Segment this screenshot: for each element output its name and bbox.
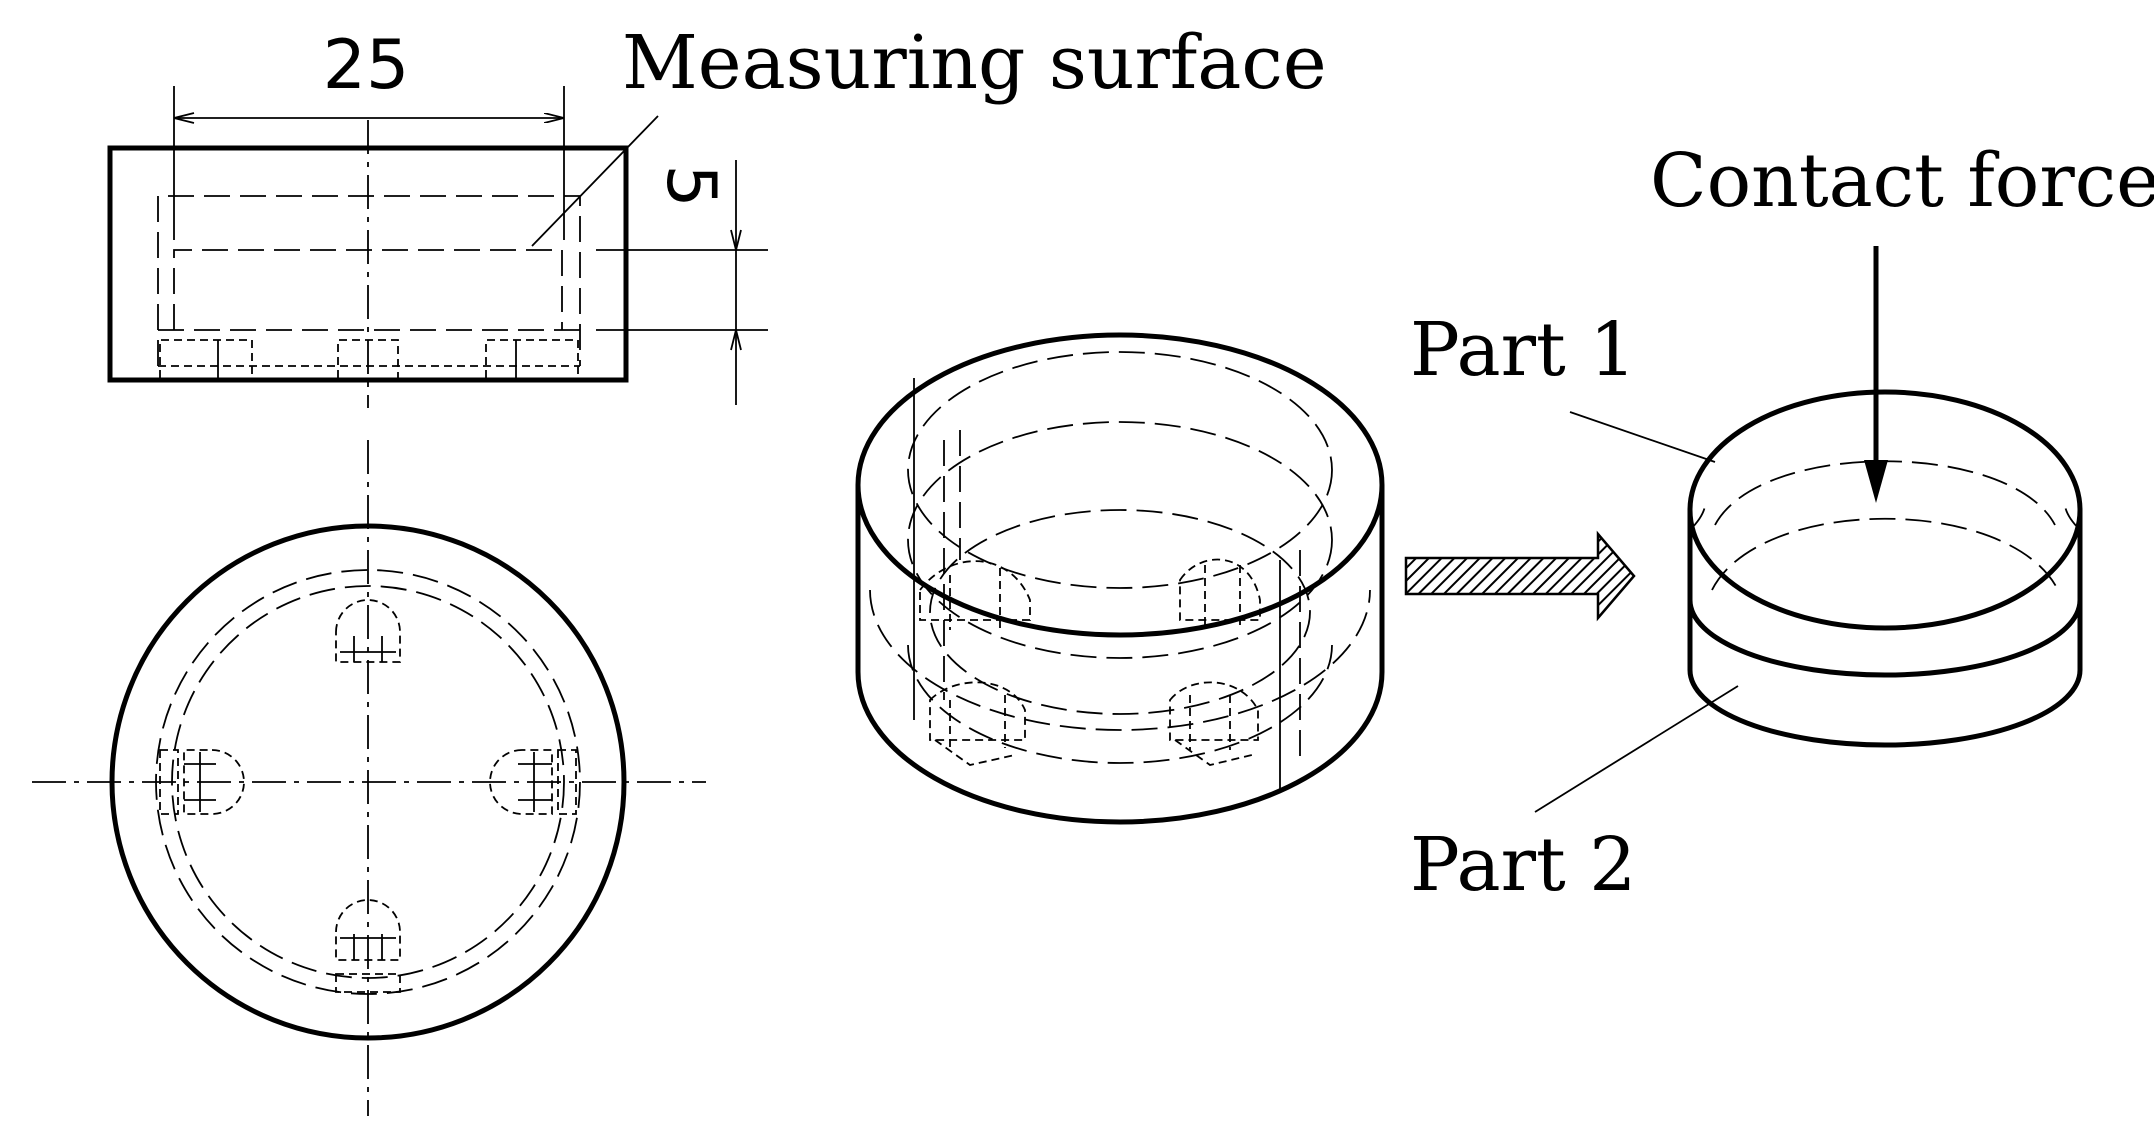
lug-left xyxy=(159,749,245,815)
lug-top xyxy=(335,599,401,663)
part1-leader xyxy=(1569,411,1716,463)
isometric-view xyxy=(855,332,1385,825)
part2-leader xyxy=(1534,685,1739,813)
iso-lug-3 xyxy=(929,681,1026,766)
contact-force-arrowhead xyxy=(1864,460,1888,503)
iso-bottom-arc xyxy=(855,671,1385,825)
dim-height-label: 5 xyxy=(651,164,730,207)
measuring-surface-label: Measuring surface xyxy=(622,20,1327,106)
lug-right xyxy=(489,749,577,815)
part1-top-ellipse xyxy=(1687,389,2083,631)
part1-label: Part 1 xyxy=(1410,307,1636,393)
assembled-parts xyxy=(1687,389,2083,748)
measuring-surface-leader xyxy=(531,115,659,247)
top-view xyxy=(32,440,706,1116)
iso-top-ellipse xyxy=(855,332,1385,638)
iso-lug-4 xyxy=(1169,681,1259,766)
dimension-25: 25 xyxy=(173,26,565,240)
iso-lug-2 xyxy=(1179,558,1261,625)
part1-bottom-edge xyxy=(1687,599,2083,678)
dim-width-label: 25 xyxy=(323,26,410,105)
dimension-5: 5 xyxy=(596,160,768,405)
part2-bottom-edge xyxy=(1687,669,2083,748)
lug-bottom xyxy=(335,899,401,993)
front-view xyxy=(107,120,629,408)
transition-arrow xyxy=(1404,530,1636,622)
iso-lug-1 xyxy=(919,560,1031,630)
part2-label: Part 2 xyxy=(1410,822,1636,908)
contact-force-label: Contact force xyxy=(1650,138,2154,224)
